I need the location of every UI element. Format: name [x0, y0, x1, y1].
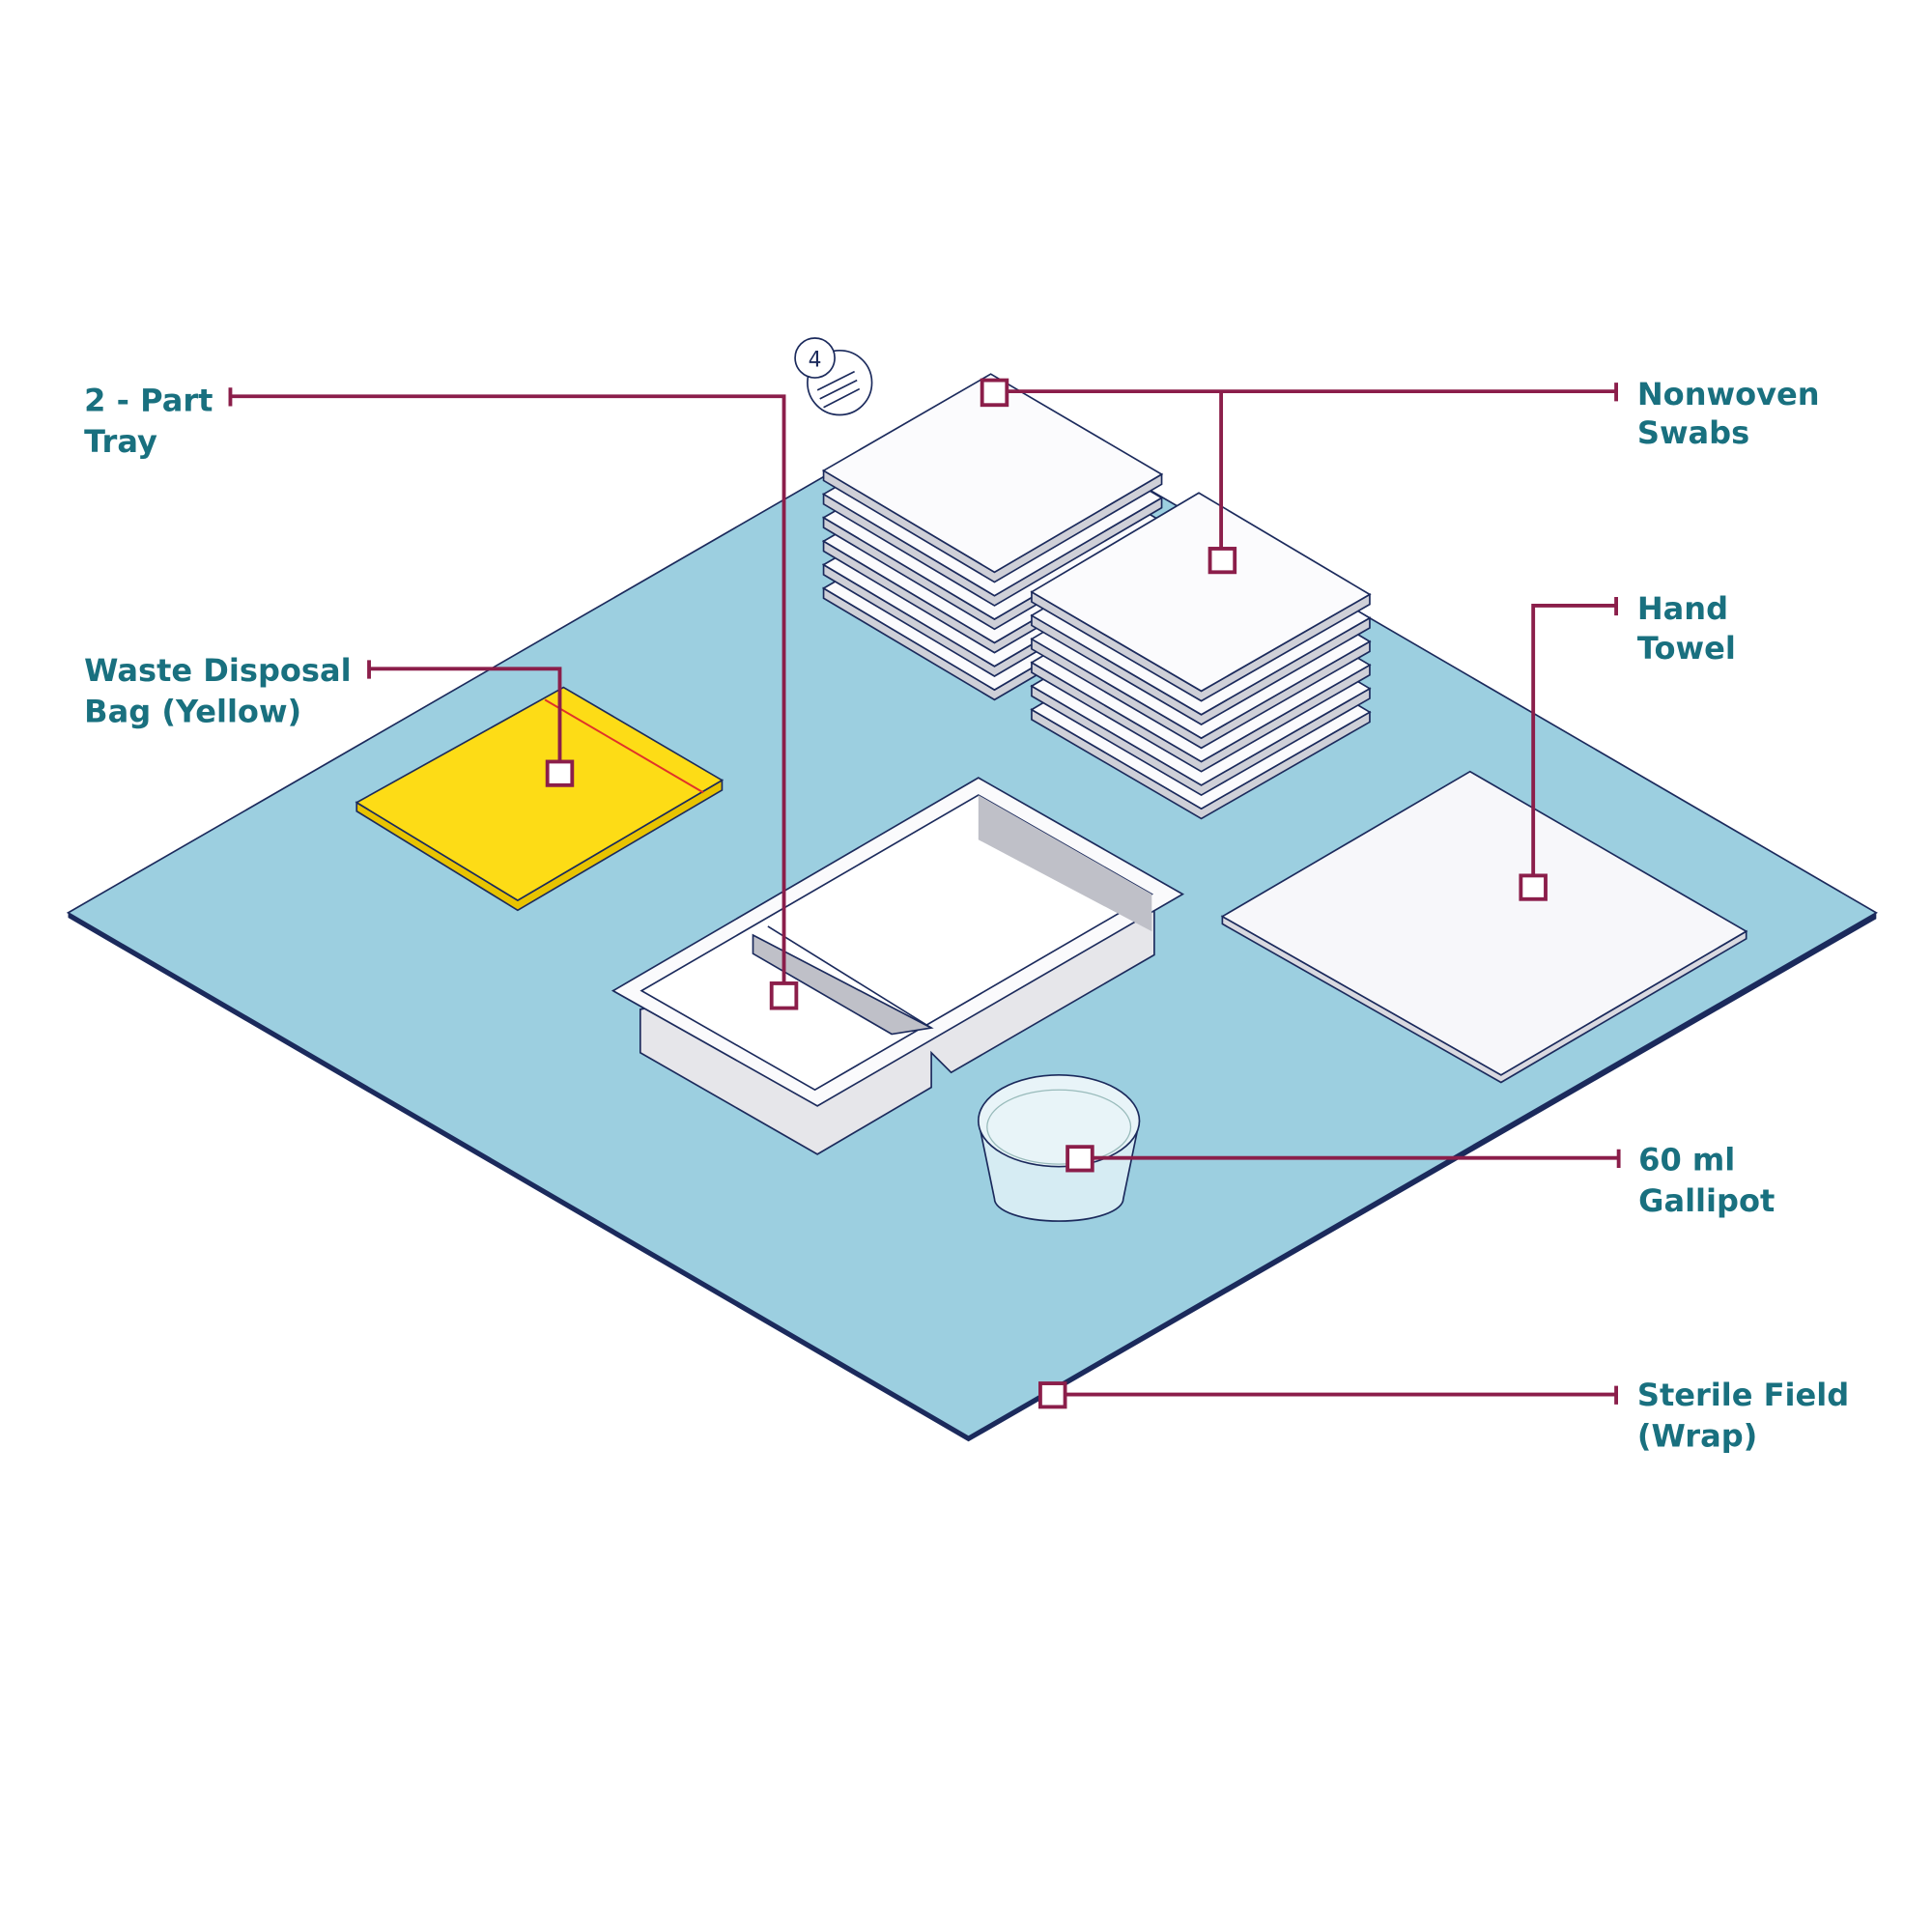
- swab: [821, 373, 1164, 574]
- label-towel-line1: Hand: [1637, 590, 1728, 627]
- label-gallipot-line2: Gallipot: [1638, 1182, 1775, 1219]
- label-tray-line1: 2 - Part: [84, 383, 213, 419]
- callout-bag: [367, 660, 575, 787]
- label-bag-line1: Waste Disposal: [84, 652, 351, 689]
- label-towel-line2: Towel: [1637, 630, 1736, 667]
- callout-towel: [1519, 596, 1619, 901]
- callout-field: [1038, 1381, 1619, 1409]
- label-field-line1: Sterile Field: [1637, 1377, 1849, 1413]
- gallipot: [977, 1073, 1141, 1222]
- callout-tray: [228, 387, 799, 1010]
- stacked-swabs-icon: [816, 370, 861, 409]
- label-swabs-line2: Swabs: [1637, 414, 1749, 451]
- label-gallipot-line1: 60 ml: [1638, 1142, 1735, 1179]
- label-bag-line2: Bag (Yellow): [84, 693, 301, 729]
- swab: [1030, 492, 1372, 693]
- nonwoven-swab-stacks: [821, 373, 1372, 820]
- swab-count-badge: 4: [794, 337, 873, 416]
- waste-disposal-bag: [355, 686, 724, 912]
- callout-gallipot: [1065, 1145, 1621, 1173]
- label-field-line2: (Wrap): [1637, 1417, 1757, 1454]
- two-part-tray: [611, 777, 1185, 1155]
- callout-swabs: [980, 378, 1619, 575]
- label-swabs-line1: Nonwoven: [1637, 376, 1820, 412]
- hand-towel: [1220, 770, 1748, 1084]
- swab-count: 4: [809, 348, 822, 372]
- label-tray-line2: Tray: [84, 423, 157, 460]
